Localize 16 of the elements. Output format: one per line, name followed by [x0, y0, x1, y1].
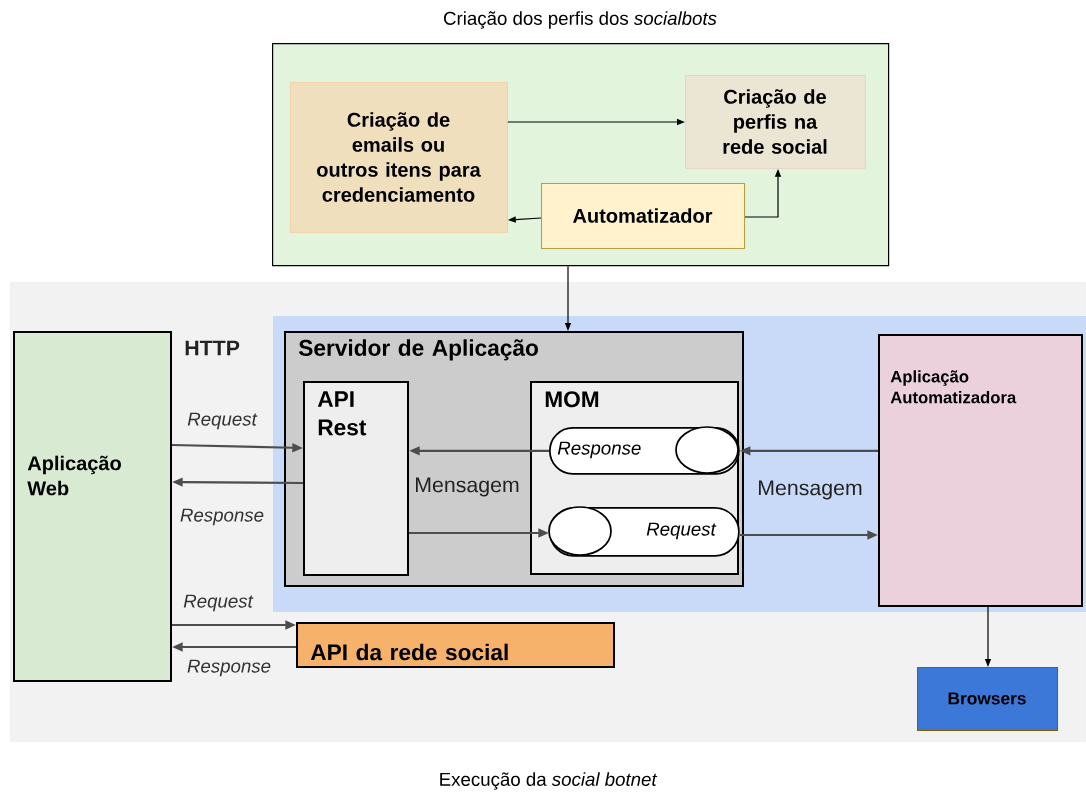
- component-box: API Rest: [303, 381, 409, 576]
- edge-label: Request: [187, 412, 258, 430]
- edge-label: Request: [183, 594, 254, 612]
- process-box: Automatizador: [541, 183, 746, 250]
- edge-label: Response: [187, 659, 271, 677]
- application-box: Aplicação Web: [13, 331, 172, 682]
- api-box: API da rede social: [296, 622, 615, 668]
- node-label: Criação dos perfis dos socialbots: [443, 11, 717, 29]
- node-label: Execução da social botnet: [440, 772, 658, 790]
- process-box: Criação de perfis na rede social: [685, 75, 866, 169]
- application-box: Aplicação Automatizadora: [878, 334, 1083, 607]
- text-label: Mensagem: [416, 477, 519, 497]
- browser-box: Browsers: [917, 667, 1059, 732]
- text-label: Mensagem: [759, 480, 862, 500]
- process-box: Criação de emails ou outros itens para credenciamento: [290, 82, 508, 233]
- edge-label: Response: [180, 508, 264, 526]
